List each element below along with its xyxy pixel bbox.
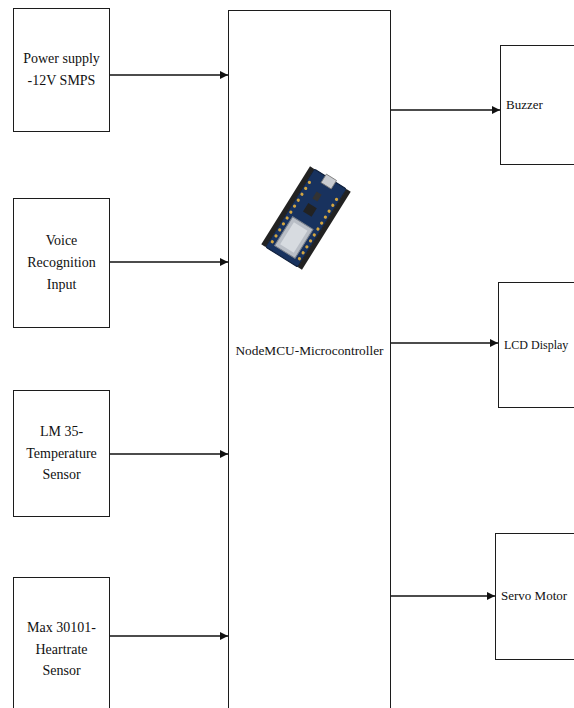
block-label: Servo Motor	[496, 586, 567, 606]
output-block: LCD Display	[498, 282, 574, 408]
output-block: Buzzer	[500, 45, 574, 165]
block-label: Power supply -12V SMPS	[14, 48, 109, 91]
output-block: Servo Motor	[495, 533, 574, 660]
input-block: Max 30101- Heartrate Sensor	[13, 577, 110, 708]
block-label: Buzzer	[501, 95, 543, 115]
signal-arrow	[110, 74, 228, 75]
signal-arrow	[110, 453, 228, 454]
input-block: LM 35- Temperature Sensor	[13, 390, 110, 517]
nodemcu-board-picture	[261, 165, 352, 270]
signal-arrow	[110, 635, 228, 636]
block-label: LCD Display	[499, 336, 568, 355]
signal-arrow	[391, 595, 495, 596]
microcontroller-block: NodeMCU-Microcontroller	[228, 10, 391, 708]
block-label: Max 30101- Heartrate Sensor	[14, 617, 109, 682]
block-label: NodeMCU-Microcontroller	[229, 341, 390, 362]
signal-arrow	[391, 342, 498, 343]
input-block: Power supply -12V SMPS	[13, 8, 110, 132]
block-label: LM 35- Temperature Sensor	[14, 421, 109, 486]
input-block: Voice Recognition Input	[13, 198, 110, 328]
block-label: Voice Recognition Input	[14, 230, 109, 295]
signal-arrow	[110, 261, 228, 262]
signal-arrow	[391, 109, 500, 110]
